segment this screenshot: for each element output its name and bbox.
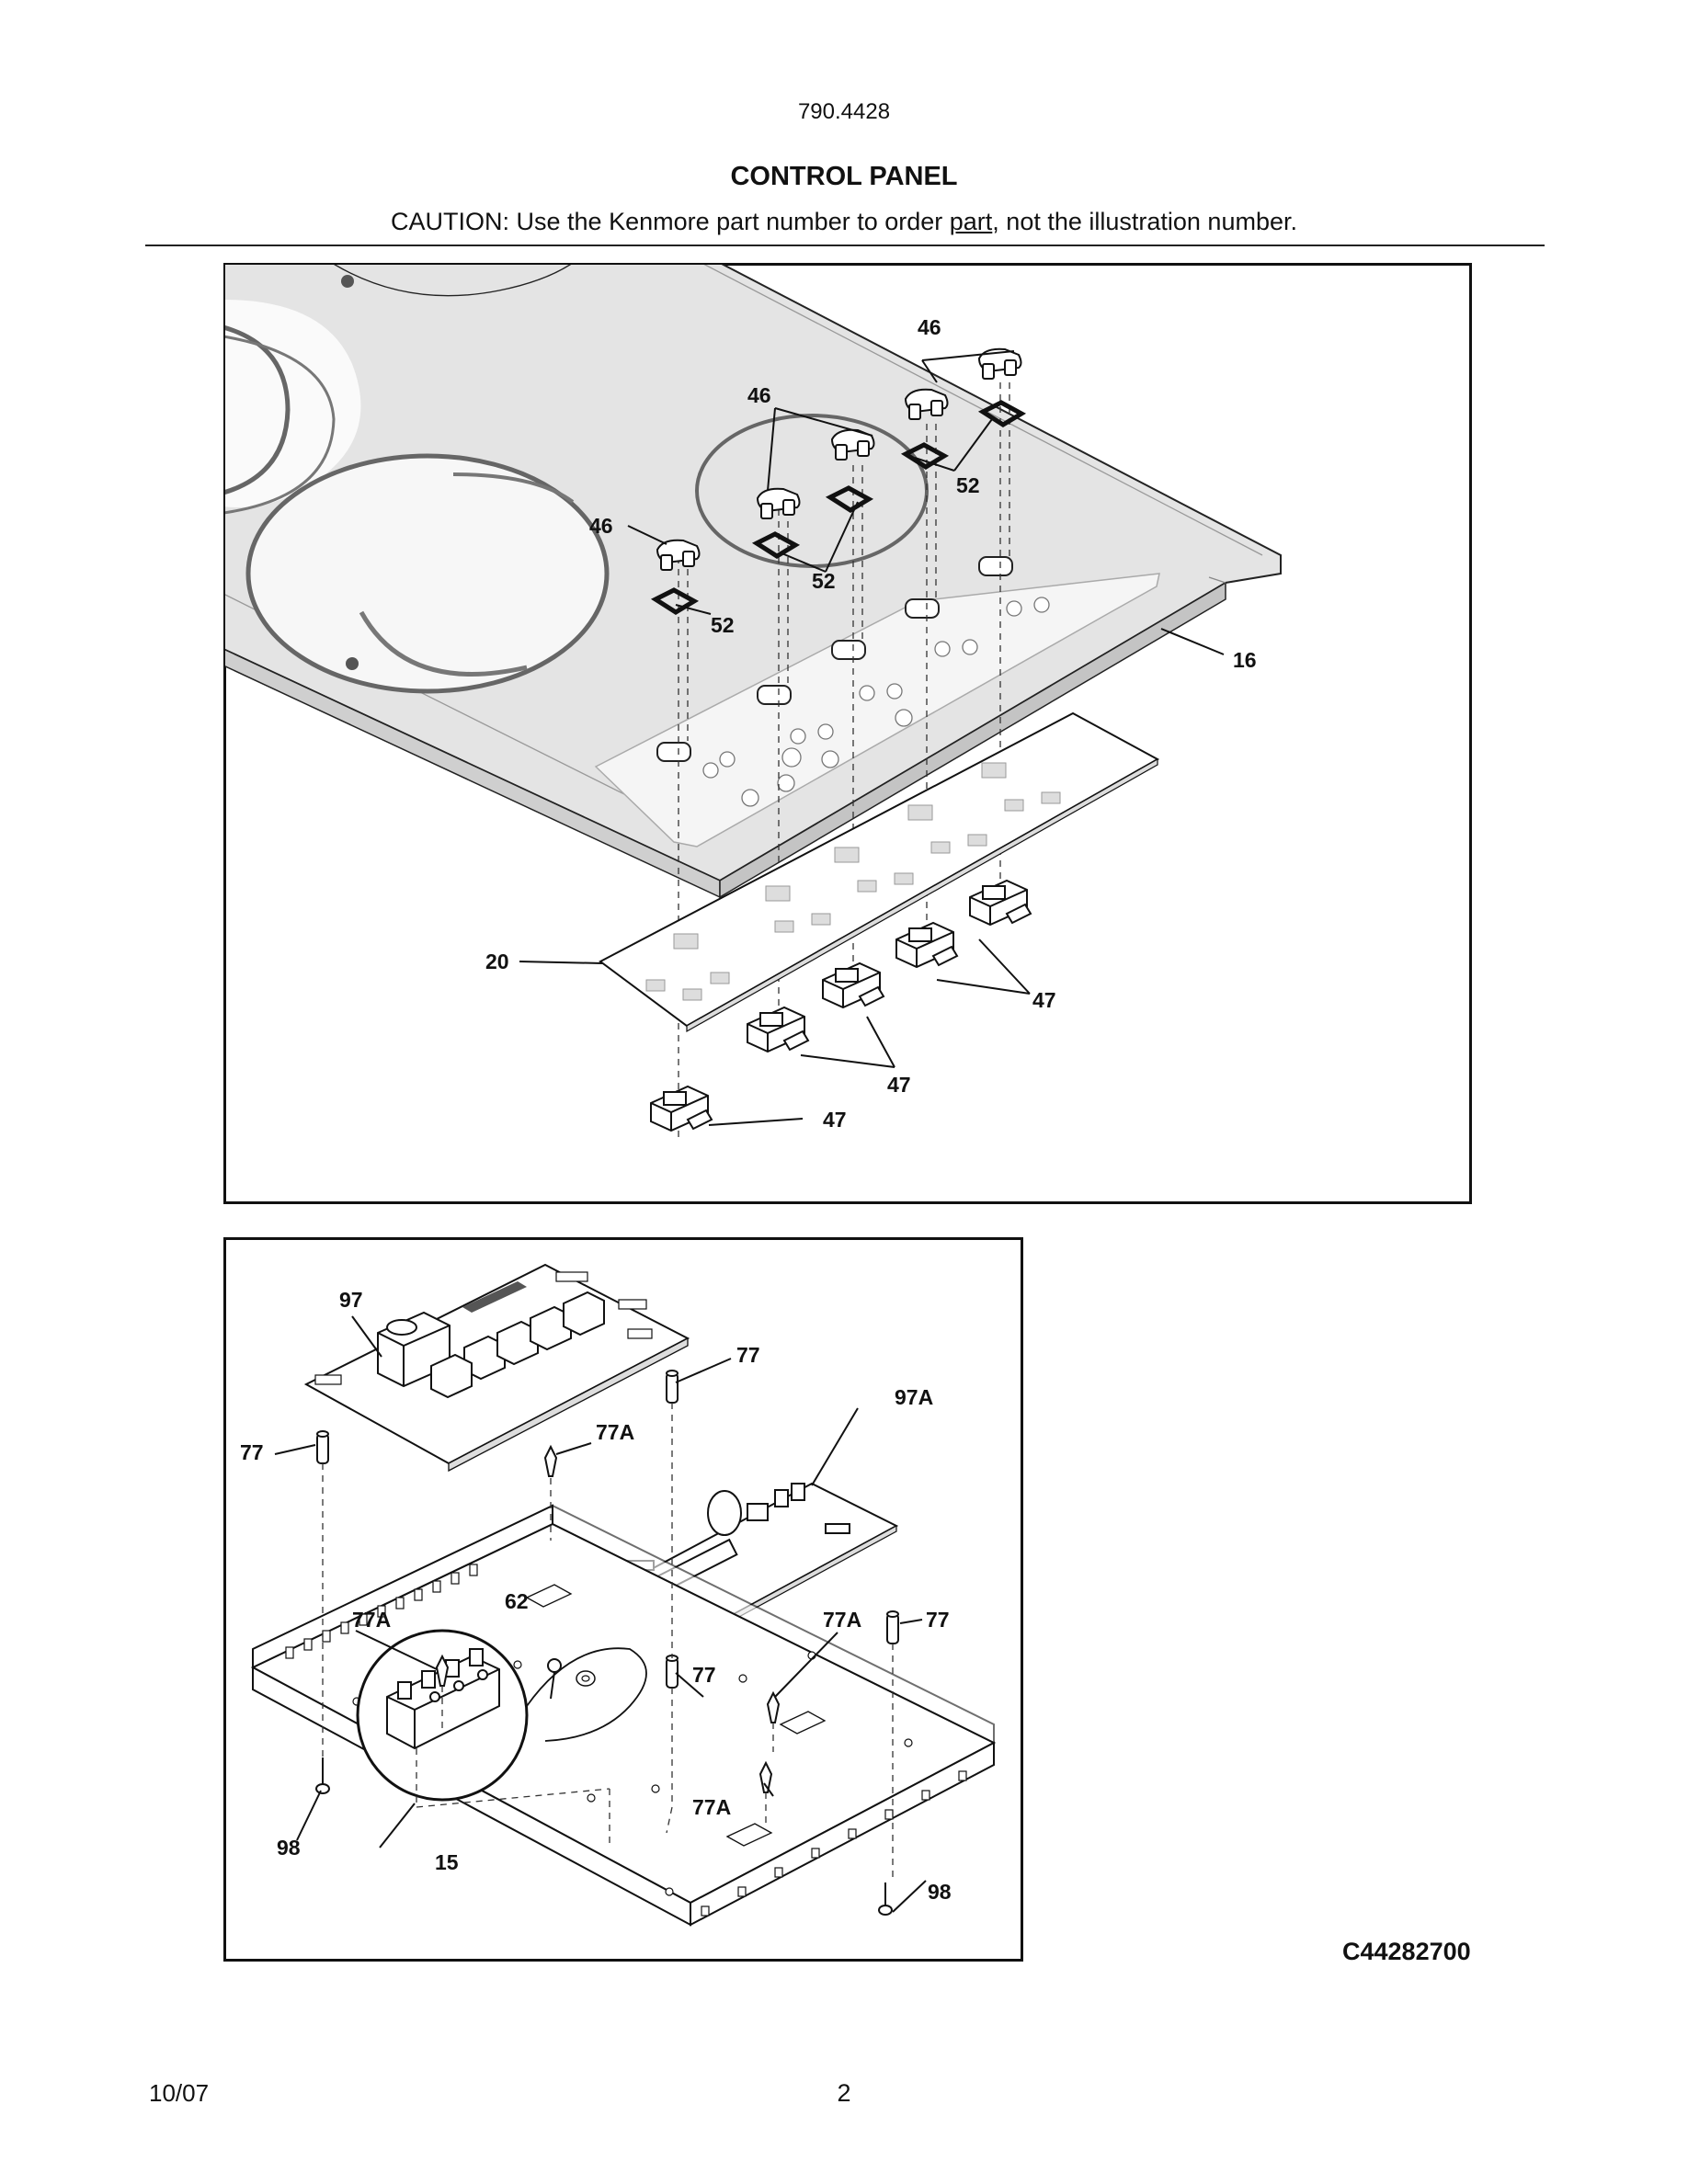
model-number: 790.4428 (797, 99, 891, 124)
callout-46-middle: 46 (747, 383, 771, 407)
caution-text-start: CAUTION: Use the Kenmore part number to … (391, 208, 950, 235)
caution-part-link[interactable]: part (949, 208, 993, 235)
callout-77-top: 77 (736, 1343, 760, 1367)
control-panel-top-diagram: 46 46 46 52 52 52 16 20 47 47 47 (223, 263, 1472, 1204)
callout-52-front: 52 (711, 613, 735, 637)
screws-98 (315, 1757, 893, 1916)
callout-77-center: 77 (692, 1663, 716, 1687)
callout-77-left: 77 (240, 1440, 264, 1464)
callout-46-rear: 46 (918, 315, 941, 339)
control-board-bottom-diagram: 97 77 77 77A 97A 77 77A 77A 62 77 77A 98… (223, 1237, 1023, 1962)
page-title: CONTROL PANEL (730, 162, 958, 191)
callout-47-left: 47 (823, 1108, 847, 1132)
top-leader-lines (519, 350, 1225, 1126)
callout-16: 16 (1233, 648, 1257, 672)
caution-text-end: , not the illustration number. (992, 208, 1297, 235)
encoders-47 (650, 879, 1032, 1132)
gaskets-52 (650, 400, 1027, 615)
callout-15: 15 (435, 1850, 459, 1874)
snap-supports-77A (435, 1444, 781, 1793)
callout-47-middle: 47 (887, 1073, 911, 1097)
callout-77A-bottom: 77A (692, 1795, 731, 1819)
bottom-leader-lines (274, 1315, 927, 1913)
callout-52-middle: 52 (812, 569, 836, 593)
assembly-lines (322, 1403, 894, 1883)
header-rule (145, 245, 1545, 246)
caution-note: CAUTION: Use the Kenmore part number to … (0, 208, 1688, 236)
revision-date: 10/07 (149, 2079, 210, 2107)
display-board-20 (599, 711, 1160, 1033)
callout-97A: 97A (895, 1385, 933, 1409)
callout-98-left: 98 (277, 1836, 301, 1860)
main-control-board-97 (303, 1263, 690, 1473)
drawing-code: C44282700 (1342, 1938, 1471, 1965)
callout-77A-right: 77A (823, 1608, 861, 1632)
standoffs-77 (316, 1370, 899, 1689)
callout-77A-top: 77A (596, 1420, 634, 1444)
callout-47-right: 47 (1032, 988, 1056, 1012)
callout-97: 97 (339, 1288, 363, 1312)
callout-20: 20 (485, 950, 509, 973)
knob-caps-46 (656, 347, 1022, 571)
callout-62: 62 (505, 1589, 529, 1613)
callout-77-right: 77 (926, 1608, 950, 1632)
callout-52-rear: 52 (956, 473, 980, 497)
page-number: 2 (837, 2079, 851, 2107)
callout-46-front: 46 (589, 514, 613, 538)
callout-77A-left: 77A (352, 1608, 391, 1632)
callout-98-right: 98 (928, 1880, 952, 1904)
